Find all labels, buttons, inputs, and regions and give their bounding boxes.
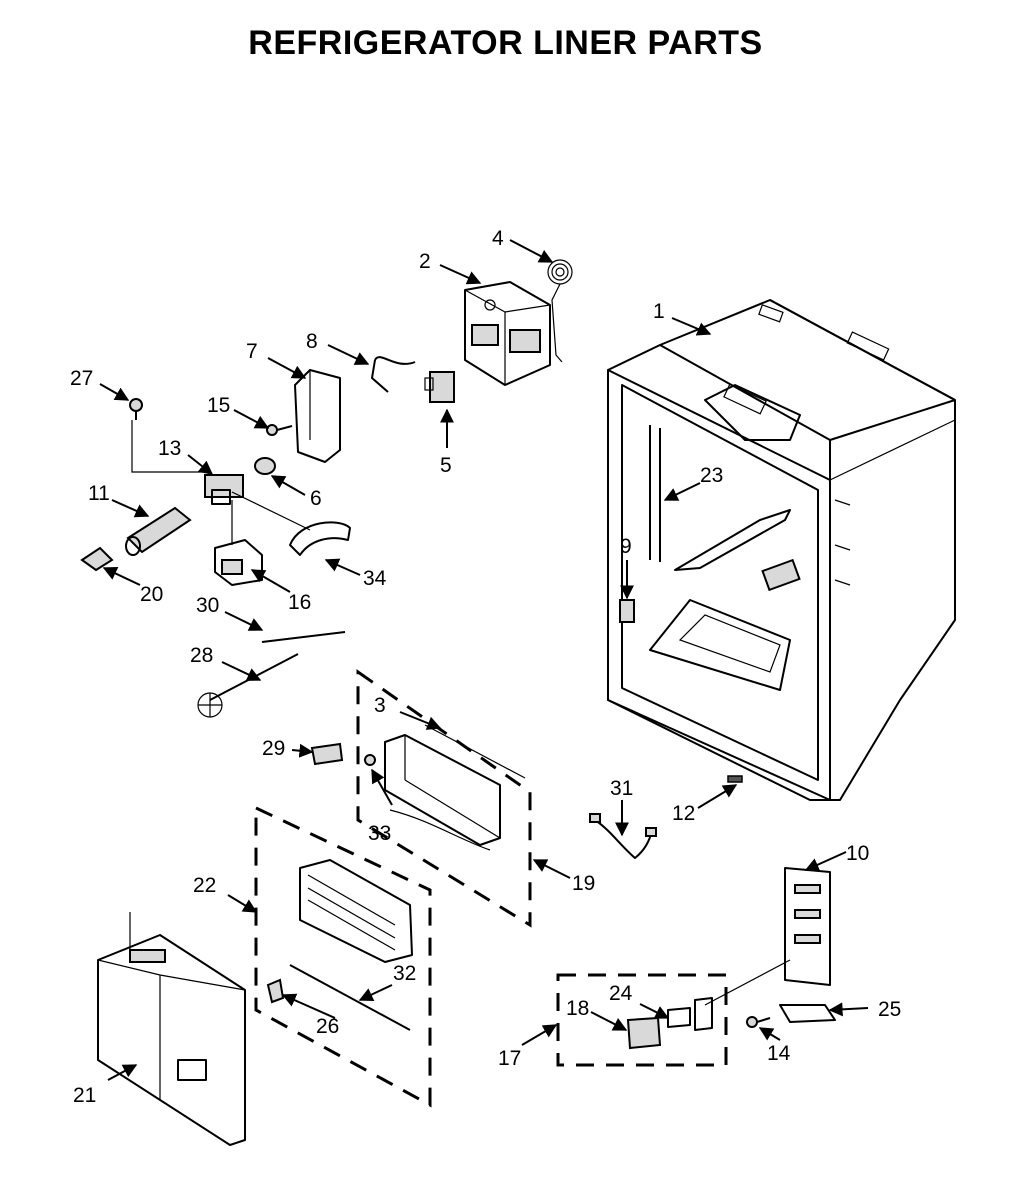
callout-26: 26 (316, 1015, 339, 1038)
callout-3: 3 (374, 694, 386, 717)
part-bracket (214, 539, 263, 586)
callout-19: 19 (572, 872, 595, 895)
part-valve (424, 371, 455, 403)
part-evaporator-group (254, 805, 432, 1108)
callout-33: 33 (368, 822, 391, 845)
part-screw-14 (746, 1016, 771, 1028)
callout-16: 16 (288, 591, 311, 614)
part-tube (125, 506, 192, 556)
callout-11: 11 (88, 482, 110, 505)
callout-31: 31 (610, 777, 633, 800)
callout-12: 12 (672, 802, 695, 825)
callout-24: 24 (609, 982, 633, 1005)
part-heater-tray-group (356, 669, 532, 928)
callout-9: 9 (620, 535, 632, 558)
callout-15: 15 (207, 394, 230, 417)
part-shroud (289, 521, 351, 556)
part-cap (80, 546, 114, 572)
callout-28: 28 (190, 644, 213, 667)
callout-4: 4 (492, 227, 504, 250)
callout-14: 14 (767, 1042, 791, 1065)
part-control-panel (784, 867, 831, 986)
callout-30: 30 (196, 594, 219, 617)
callout-22: 22 (193, 874, 216, 897)
callout-5: 5 (440, 454, 452, 477)
part-block (310, 742, 344, 766)
callout-labels: 1 2 3 4 5 6 7 8 9 10 11 12 13 14 15 16 1… (70, 227, 901, 1107)
callout-6: 6 (310, 487, 322, 510)
part-rear-panel (97, 912, 246, 1146)
callout-32: 32 (393, 962, 416, 985)
callout-10: 10 (846, 842, 869, 865)
callout-13: 13 (158, 437, 181, 460)
callout-25: 25 (878, 998, 901, 1021)
part-screw-27 (129, 398, 143, 420)
callout-29: 29 (262, 737, 285, 760)
part-knob (254, 457, 276, 475)
part-coil (547, 259, 573, 363)
part-liner (607, 299, 956, 801)
callout-34: 34 (363, 567, 387, 590)
callout-1: 1 (653, 300, 665, 323)
part-control-housing (464, 281, 551, 386)
callout-2: 2 (419, 250, 431, 273)
part-lower-bracket (779, 1004, 836, 1023)
part-harness (589, 813, 657, 859)
part-wire (371, 356, 416, 393)
callout-17: 17 (498, 1047, 521, 1070)
part-mount (131, 420, 311, 545)
callout-7: 7 (246, 340, 258, 363)
part-screw-15 (266, 424, 293, 436)
leader-lines (99, 239, 869, 1081)
callout-23: 23 (700, 464, 723, 487)
part-lens-group (556, 959, 791, 1067)
part-cover (294, 369, 341, 463)
callout-21: 21 (73, 1084, 96, 1107)
part-rods (197, 631, 346, 718)
callout-27: 27 (70, 367, 93, 390)
callout-20: 20 (140, 583, 163, 606)
page-title: REFRIGERATOR LINER PARTS (248, 24, 763, 62)
callout-8: 8 (306, 330, 318, 353)
part-connector (727, 775, 743, 783)
callout-18: 18 (566, 997, 589, 1020)
